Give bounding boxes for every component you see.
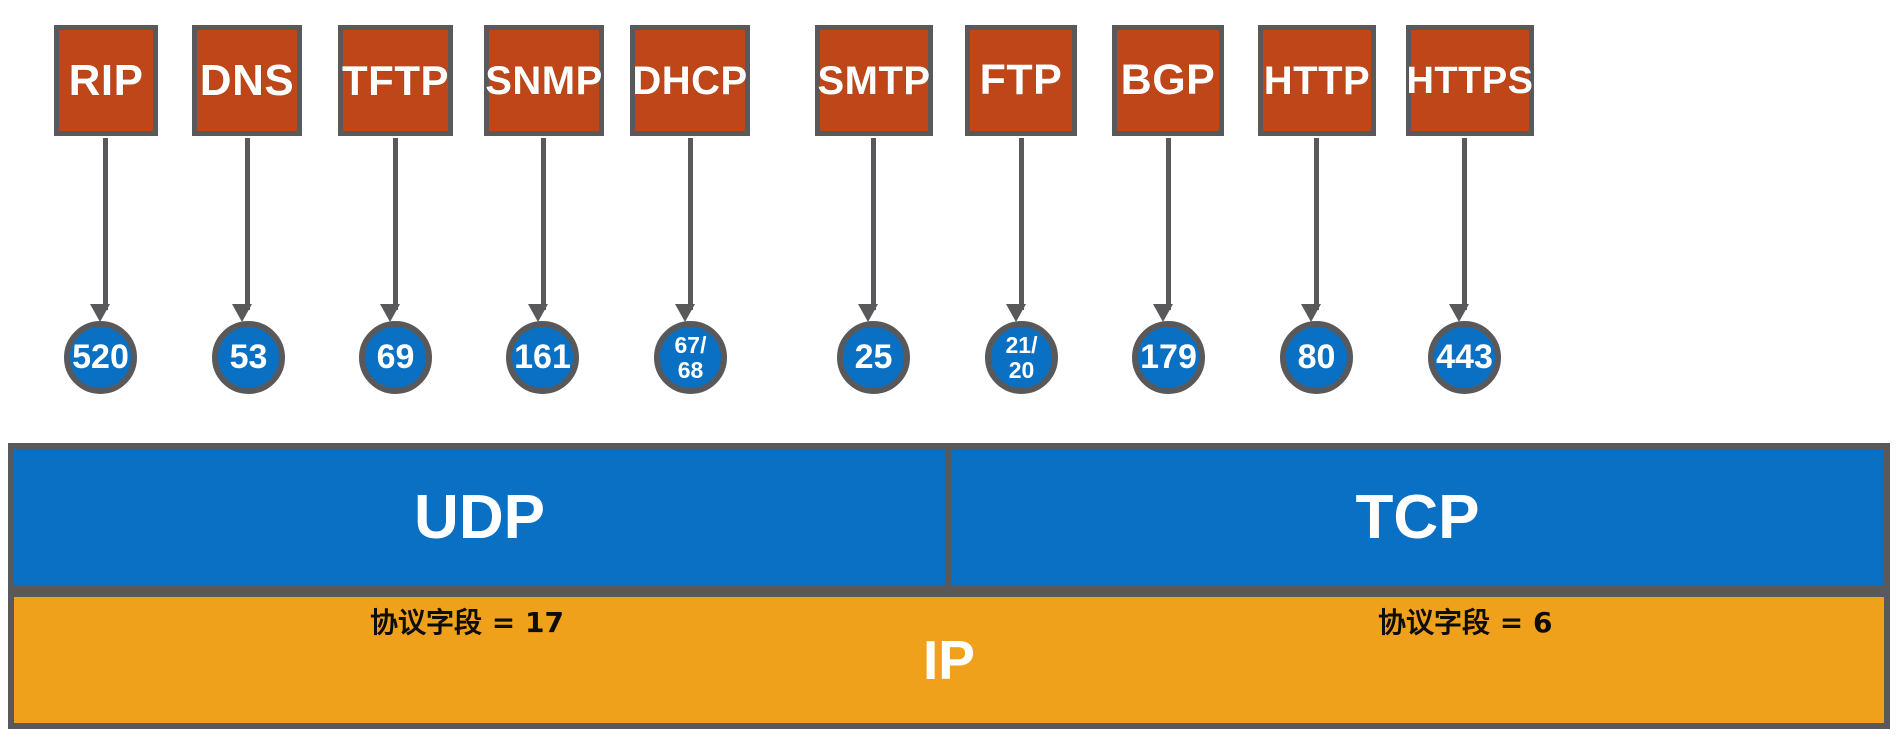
port-line: 161	[514, 337, 571, 376]
arrow-bgp-to-port	[1166, 138, 1171, 310]
port-circle-67-68[interactable]: 67/ 68	[654, 321, 727, 394]
port-circle-80[interactable]: 80	[1280, 321, 1353, 394]
port-line: 443	[1436, 337, 1493, 376]
tcp-protocol-field-label: 协议字段 = 6	[1378, 606, 1553, 639]
port-circle-161[interactable]: 161	[506, 321, 579, 394]
arrow-head-http	[1301, 304, 1321, 322]
port-circle-25[interactable]: 25	[837, 321, 910, 394]
protocol-box-label: BGP	[1120, 56, 1216, 104]
protocol-box-ftp[interactable]: FTP	[965, 25, 1077, 136]
protocol-box-bgp[interactable]: BGP	[1112, 25, 1224, 136]
arrow-head-rip	[90, 304, 110, 322]
port-circle-53[interactable]: 53	[212, 321, 285, 394]
protocol-box-label: SNMP	[485, 58, 603, 103]
arrow-dns-to-port	[245, 138, 250, 310]
protocol-box-snmp[interactable]: SNMP	[484, 25, 604, 136]
port-line: 69	[376, 337, 415, 376]
protocol-box-label: FTP	[979, 56, 1063, 104]
port-circle-443[interactable]: 443	[1428, 321, 1501, 394]
port-line: 179	[1140, 337, 1197, 376]
arrow-https-to-port	[1462, 138, 1467, 310]
port-line: 80	[1297, 337, 1336, 376]
arrow-head-snmp	[528, 304, 548, 322]
arrow-http-to-port	[1314, 138, 1319, 310]
protocol-box-tftp[interactable]: TFTP	[338, 25, 453, 136]
arrow-head-tftp	[380, 304, 400, 322]
port-line: 520	[72, 337, 129, 376]
protocol-box-http[interactable]: HTTP	[1258, 25, 1376, 136]
arrow-rip-to-port	[103, 138, 108, 310]
protocol-box-label: HTTPS	[1406, 59, 1534, 102]
protocol-box-https[interactable]: HTTPS	[1406, 25, 1534, 136]
protocol-box-label: RIP	[68, 55, 144, 105]
port-line: 53	[229, 337, 268, 376]
arrow-head-https	[1449, 304, 1469, 322]
port-line: 67/	[674, 332, 707, 359]
protocol-box-dhcp[interactable]: DHCP	[630, 25, 750, 136]
arrow-snmp-to-port	[541, 138, 546, 310]
arrow-dhcp-to-port	[688, 138, 693, 310]
udp-label: UDP	[414, 482, 545, 552]
tcp-band: TCP	[948, 443, 1890, 591]
udp-band: UDP	[8, 443, 948, 591]
port-circle-520[interactable]: 520	[64, 321, 137, 394]
port-line: 25	[854, 337, 893, 376]
protocol-box-label: HTTP	[1263, 58, 1371, 103]
protocol-box-smtp[interactable]: SMTP	[815, 25, 933, 136]
protocol-box-rip[interactable]: RIP	[54, 25, 158, 136]
arrow-tftp-to-port	[393, 138, 398, 310]
protocol-box-label: DHCP	[632, 58, 748, 103]
arrow-head-bgp	[1153, 304, 1173, 322]
arrow-ftp-to-port	[1019, 138, 1024, 310]
port-circle-69[interactable]: 69	[359, 321, 432, 394]
port-circle-21-20[interactable]: 21/ 20	[985, 321, 1058, 394]
protocol-box-label: TFTP	[342, 56, 449, 104]
arrow-head-dns	[232, 304, 252, 322]
arrow-head-smtp	[858, 304, 878, 322]
protocol-box-label: SMTP	[817, 58, 931, 103]
port-line: 21/	[1005, 332, 1038, 359]
ip-label: IP	[923, 629, 975, 691]
arrow-smtp-to-port	[871, 138, 876, 310]
protocol-box-dns[interactable]: DNS	[192, 25, 302, 136]
port-circle-179[interactable]: 179	[1132, 321, 1205, 394]
port-line: 20	[1008, 356, 1035, 383]
port-line: 68	[677, 356, 704, 383]
udp-protocol-field-label: 协议字段 = 17	[370, 606, 564, 639]
protocol-box-label: DNS	[199, 55, 295, 105]
arrow-head-ftp	[1006, 304, 1026, 322]
ip-band: IP	[8, 591, 1890, 729]
arrow-head-dhcp	[675, 304, 695, 322]
tcp-label: TCP	[1355, 482, 1480, 552]
